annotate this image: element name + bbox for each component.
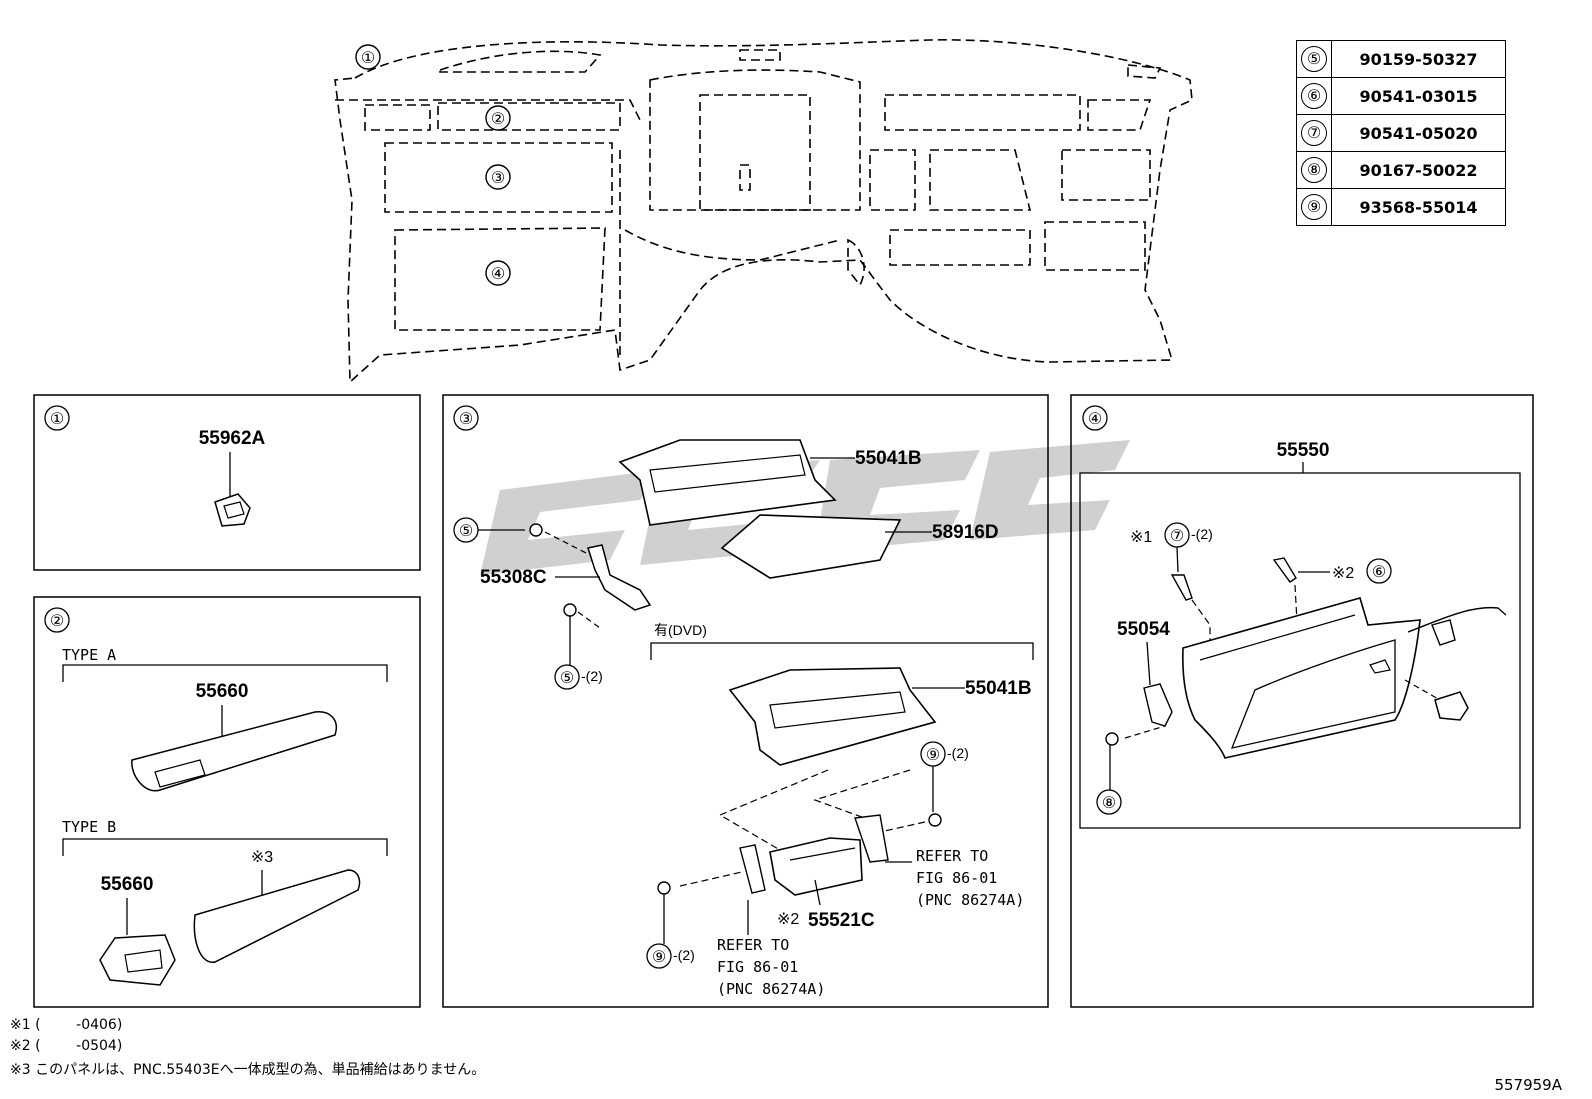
part-55054-label: 55054 bbox=[1117, 619, 1170, 640]
panel-1: ① 55962A bbox=[33, 394, 421, 571]
part-55550-label: 55550 bbox=[1277, 440, 1330, 461]
part-55041B-lower-label: 55041B bbox=[965, 678, 1032, 699]
part-55660-b-label: 55660 bbox=[101, 874, 154, 895]
qty-7: -(2) bbox=[1191, 526, 1213, 542]
callout-1-top: ① bbox=[361, 50, 375, 67]
callout-8: ⑧ bbox=[1102, 795, 1116, 812]
panel-1-number: ① bbox=[50, 411, 64, 428]
note-1-marker: ※1 bbox=[1130, 529, 1152, 546]
qty-9-a: -(2) bbox=[947, 745, 969, 761]
footnote-1: ※1 ( -0406) bbox=[10, 1017, 123, 1033]
glove-box-frame-upper bbox=[618, 439, 837, 526]
figure-id: 557959A bbox=[1494, 1076, 1562, 1094]
mat-part-icon bbox=[720, 514, 902, 579]
panel-4-number: ④ bbox=[1088, 411, 1102, 428]
part-55962A-label: 55962A bbox=[199, 428, 266, 449]
bolt-icon-2 bbox=[563, 603, 577, 617]
panel-4: ④ 55550 ※1 ⑦ -(2) ※2 ⑥ 55054 ⑧ bbox=[1070, 394, 1534, 1008]
screw-icon-2 bbox=[657, 881, 671, 895]
dvd-bracket-right-icon bbox=[854, 814, 889, 863]
table-row: ⑧ 90167-50022 bbox=[1296, 151, 1506, 189]
refer-to-right: REFER TO bbox=[916, 847, 988, 865]
clip-part-icon bbox=[214, 493, 251, 527]
dashboard-overview bbox=[334, 39, 1193, 384]
dvd-option-label: 有(DVD) bbox=[654, 622, 707, 638]
stopper-icon bbox=[1434, 691, 1469, 721]
table-part-no: 90159-50327 bbox=[1331, 40, 1506, 78]
table-ref-8: ⑧ bbox=[1301, 157, 1327, 183]
part-55521C-label: 55521C bbox=[808, 910, 875, 931]
callout-4-top: ④ bbox=[491, 266, 505, 283]
panel-2: ② TYPE A 55660 TYPE B ※3 55660 bbox=[33, 596, 421, 1008]
note-2-marker-p4: ※2 bbox=[1332, 565, 1354, 582]
type-a-label: TYPE A bbox=[62, 646, 116, 664]
vent-type-b-icon bbox=[99, 934, 176, 986]
part-55660-a-label: 55660 bbox=[196, 681, 249, 702]
note-2-marker-55521C: ※2 bbox=[777, 911, 799, 928]
callout-6: ⑥ bbox=[1372, 564, 1386, 581]
callout-9-b: ⑨ bbox=[652, 949, 666, 966]
qty-5-b: -(2) bbox=[581, 668, 603, 684]
fastener-parts-table: ⑤ 90159-50327 ⑥ 90541-03015 ⑦ 90541-0502… bbox=[1296, 40, 1506, 226]
table-ref-6: ⑥ bbox=[1301, 83, 1327, 109]
part-58916D-label: 58916D bbox=[932, 522, 999, 543]
screw-6-icon bbox=[1272, 557, 1297, 583]
panel-type-b-icon bbox=[193, 869, 361, 963]
glove-box-frame-lower bbox=[728, 667, 937, 766]
footnote-2: ※2 ( -0504) bbox=[10, 1038, 123, 1054]
table-ref-5: ⑤ bbox=[1301, 46, 1327, 72]
footnote-3: ※3 このパネルは、PNC.55403Eへ一体成型の為、単品補給はありません。 bbox=[10, 1062, 486, 1078]
screw-icon bbox=[928, 813, 942, 827]
table-row: ⑨ 93568-55014 bbox=[1296, 188, 1506, 226]
pnc-ref-left: (PNC 86274A) bbox=[717, 980, 825, 998]
note-3-marker: ※3 bbox=[251, 849, 273, 866]
table-part-no: 90541-03015 bbox=[1331, 77, 1506, 115]
table-part-no: 90167-50022 bbox=[1331, 151, 1506, 189]
table-part-no: 93568-55014 bbox=[1331, 188, 1506, 226]
bolt-icon bbox=[529, 523, 543, 537]
table-ref-9: ⑨ bbox=[1301, 194, 1327, 220]
screw-7-icon bbox=[1170, 574, 1193, 601]
callout-9-a: ⑨ bbox=[926, 747, 940, 764]
callout-5-a: ⑤ bbox=[459, 523, 473, 540]
table-row: ⑥ 90541-03015 bbox=[1296, 77, 1506, 115]
pnc-ref-right: (PNC 86274A) bbox=[916, 891, 1024, 909]
glove-box-door-icon bbox=[1182, 597, 1421, 759]
damper-cable-icon bbox=[1407, 606, 1507, 633]
dvd-pocket-icon bbox=[769, 837, 863, 896]
dvd-bracket-left-icon bbox=[739, 844, 766, 894]
bolt-8-icon bbox=[1105, 732, 1119, 746]
fig-ref-left: FIG 86-01 bbox=[717, 958, 798, 976]
callout-3-top: ③ bbox=[491, 170, 505, 187]
callout-5-b: ⑤ bbox=[560, 670, 574, 687]
panel-type-a-icon bbox=[131, 711, 337, 792]
panel-3: ③ 55041B 58916D ⑤ 55308C ⑤ -(2) 有(DVD) 5… bbox=[442, 394, 1049, 1008]
callout-2-top: ② bbox=[491, 111, 505, 128]
table-part-no: 90541-05020 bbox=[1331, 114, 1506, 152]
qty-9-b: -(2) bbox=[673, 947, 695, 963]
callout-7: ⑦ bbox=[1170, 528, 1184, 545]
panel-2-number: ② bbox=[50, 613, 64, 630]
type-b-label: TYPE B bbox=[62, 818, 116, 836]
part-55308C-label: 55308C bbox=[480, 567, 547, 588]
part-55041B-upper-label: 55041B bbox=[855, 448, 922, 469]
table-row: ⑤ 90159-50327 bbox=[1296, 40, 1506, 78]
panel-3-number: ③ bbox=[459, 411, 473, 428]
fig-ref-right: FIG 86-01 bbox=[916, 869, 997, 887]
refer-to-left: REFER TO bbox=[717, 936, 789, 954]
dashboard-callouts: ① ② ③ ④ bbox=[355, 44, 511, 286]
table-ref-7: ⑦ bbox=[1301, 120, 1327, 146]
table-row: ⑦ 90541-05020 bbox=[1296, 114, 1506, 152]
hinge-part-icon bbox=[1143, 683, 1173, 727]
